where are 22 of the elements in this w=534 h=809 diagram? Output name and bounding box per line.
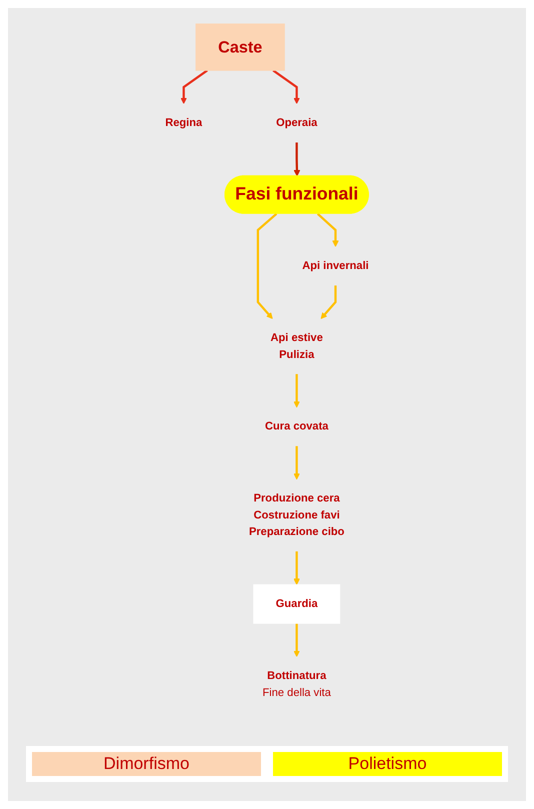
arrow [293,623,300,657]
phase-ellipse: Fasi funzionali [224,175,369,214]
arrow [293,374,300,408]
node-label: Cura covata [265,420,328,432]
node-label: Operaia [276,116,318,129]
process-box: Caste [196,24,285,71]
node-label: Produzione cera Costruzione favi Preparazione cibo [248,492,344,538]
legend-entry: Dimorfismo [32,752,261,776]
arrow [256,212,278,319]
arrow [272,70,300,104]
node-label: Bottinatura Fine della vita [262,669,331,698]
arrow [320,285,337,319]
arrow [180,70,208,104]
arrow [293,446,300,480]
arrow [294,142,300,176]
node-label: Api invernali [302,259,369,272]
legend-entry: Polietismo [273,752,502,776]
node-label: Api estive Pulizia [270,331,323,360]
process-box: Guardia [253,584,340,624]
arrow [293,551,300,585]
arrow [316,212,339,247]
node-label: Regina [165,116,202,129]
